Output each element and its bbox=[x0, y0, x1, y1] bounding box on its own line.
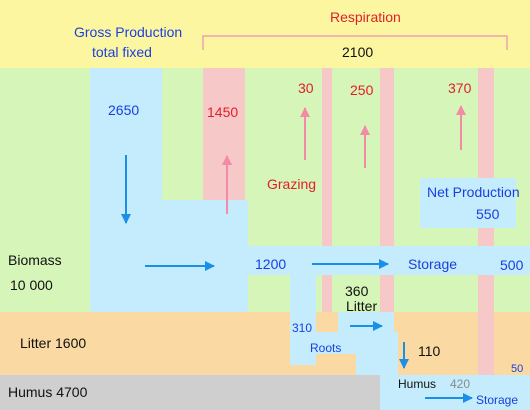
biomass-flow-value: 1200 bbox=[255, 256, 287, 272]
respiration-column-litter bbox=[380, 68, 394, 246]
roots-respiration-value: 370 bbox=[448, 80, 472, 96]
biomass-pool-label: Biomass bbox=[8, 252, 62, 268]
net-production-box bbox=[420, 178, 516, 228]
litter-pool-label: Litter 1600 bbox=[20, 335, 87, 351]
storage-label: Storage bbox=[408, 256, 458, 272]
respiration-column-plant bbox=[203, 68, 245, 218]
net-production-label: Net Production bbox=[427, 184, 520, 200]
gross-production-value: 2650 bbox=[108, 102, 140, 118]
litter-respiration-value: 250 bbox=[350, 82, 374, 98]
litter-flow-label: Litter bbox=[346, 298, 378, 314]
humus-flow-value: 110 bbox=[418, 343, 441, 359]
humus-branch-channel bbox=[356, 354, 398, 375]
respiration-column-grazing-lower bbox=[322, 275, 332, 312]
net-production-value: 550 bbox=[476, 206, 500, 222]
gross-production-title: Gross Production bbox=[74, 24, 183, 40]
header-band bbox=[0, 0, 530, 68]
roots-channel bbox=[290, 275, 316, 365]
grazing-label: Grazing bbox=[267, 176, 317, 192]
roots-branch-channel bbox=[316, 332, 398, 354]
roots-label: Roots bbox=[310, 341, 342, 355]
humus-flow-amount: 420 bbox=[450, 377, 471, 391]
respiration-total: 2100 bbox=[342, 44, 374, 60]
storage-value: 500 bbox=[500, 257, 524, 273]
plant-flow-channel bbox=[162, 200, 248, 312]
gross-production-subtitle: total fixed bbox=[92, 44, 152, 60]
respiration-bracket bbox=[202, 35, 508, 50]
litter-flow-value: 360 bbox=[345, 283, 369, 299]
grazing-respiration-value: 30 bbox=[298, 80, 314, 96]
respiration-column-grazing bbox=[322, 68, 332, 246]
plant-respiration-value: 1450 bbox=[207, 104, 239, 120]
roots-flow-value: 310 bbox=[292, 321, 313, 335]
biomass-storage-channel bbox=[248, 246, 530, 275]
respiration-title: Respiration bbox=[330, 9, 401, 25]
fifty-value: 50 bbox=[511, 363, 524, 375]
humus-storage-label: Storage bbox=[476, 393, 519, 407]
humus-channel bbox=[380, 375, 530, 410]
respiration-column-roots-lower bbox=[478, 275, 494, 385]
humus-label: Humus bbox=[398, 377, 437, 391]
litter-band bbox=[0, 312, 530, 375]
humus-pool-label: Humus 4700 bbox=[8, 384, 88, 400]
biomass-pool-value: 10 000 bbox=[10, 277, 53, 293]
